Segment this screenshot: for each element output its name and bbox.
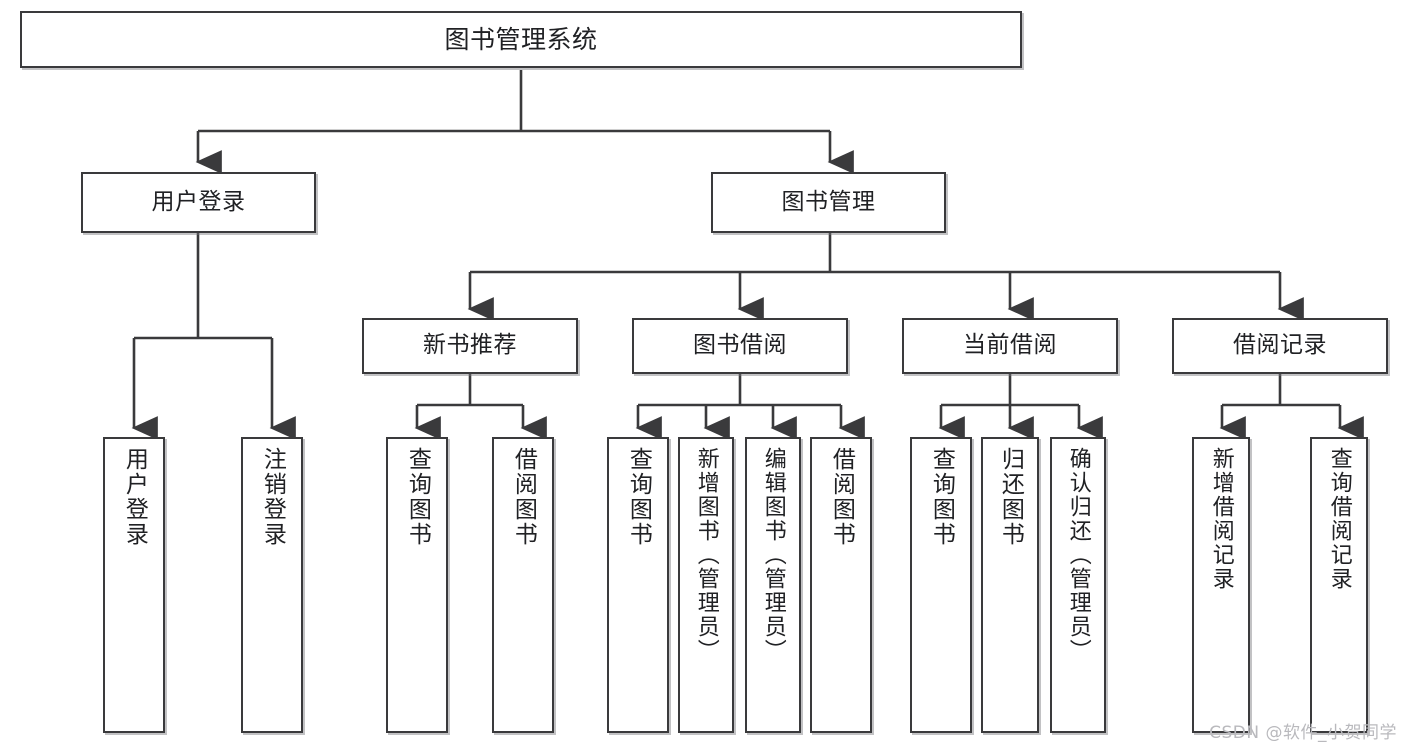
node-label: 用户登录 xyxy=(121,447,148,547)
leaf-current-return-book[interactable]: 归还图书 xyxy=(981,437,1039,733)
node-label: 新增图书（管理员） xyxy=(693,447,719,663)
leaf-record-query-record[interactable]: 查询借阅记录 xyxy=(1310,437,1368,733)
leaf-borrow-query-book[interactable]: 查询图书 xyxy=(607,437,669,733)
node-book-borrow[interactable]: 图书借阅 xyxy=(632,318,848,374)
leaf-borrow-edit-book-admin[interactable]: 编辑图书（管理员） xyxy=(745,437,801,733)
node-label: 查询图书 xyxy=(928,447,955,547)
node-label: 借阅图书 xyxy=(510,447,537,547)
leaf-new-book-query[interactable]: 查询图书 xyxy=(386,437,448,733)
node-label: 新增借阅记录 xyxy=(1208,447,1234,591)
node-borrow-record[interactable]: 借阅记录 xyxy=(1172,318,1388,374)
node-label: 注销登录 xyxy=(259,447,286,547)
leaf-current-query-book[interactable]: 查询图书 xyxy=(910,437,972,733)
node-label: 用户登录 xyxy=(151,188,246,215)
leaf-new-book-borrow[interactable]: 借阅图书 xyxy=(492,437,554,733)
csdn-watermark: CSDN @软件_小贺同学 xyxy=(1209,723,1397,743)
node-user-login[interactable]: 用户登录 xyxy=(81,172,316,233)
node-root-system[interactable]: 图书管理系统 xyxy=(20,11,1022,68)
node-label: 借阅记录 xyxy=(1233,332,1327,359)
node-label: 新书推荐 xyxy=(423,332,517,359)
node-label: 借阅图书 xyxy=(828,447,855,547)
leaf-record-add-record[interactable]: 新增借阅记录 xyxy=(1192,437,1250,733)
node-label: 查询图书 xyxy=(404,447,431,547)
node-label: 图书管理 xyxy=(781,188,876,215)
leaf-current-confirm-return-admin[interactable]: 确认归还（管理员） xyxy=(1050,437,1106,733)
leaf-user-login-login[interactable]: 用户登录 xyxy=(103,437,165,733)
node-label: 当前借阅 xyxy=(963,332,1057,359)
node-label: 编辑图书（管理员） xyxy=(760,447,786,663)
node-label: 归还图书 xyxy=(997,447,1024,547)
node-label: 查询借阅记录 xyxy=(1326,447,1352,591)
leaf-borrow-add-book-admin[interactable]: 新增图书（管理员） xyxy=(678,437,734,733)
node-label: 图书管理系统 xyxy=(444,24,598,54)
node-label: 确认归还（管理员） xyxy=(1065,447,1091,663)
leaf-borrow-borrow-book[interactable]: 借阅图书 xyxy=(810,437,872,733)
node-current-borrow[interactable]: 当前借阅 xyxy=(902,318,1118,374)
node-new-book-recommend[interactable]: 新书推荐 xyxy=(362,318,578,374)
node-label: 查询图书 xyxy=(625,447,652,547)
node-book-management[interactable]: 图书管理 xyxy=(711,172,946,233)
leaf-user-login-logout[interactable]: 注销登录 xyxy=(241,437,303,733)
node-label: 图书借阅 xyxy=(693,332,787,359)
